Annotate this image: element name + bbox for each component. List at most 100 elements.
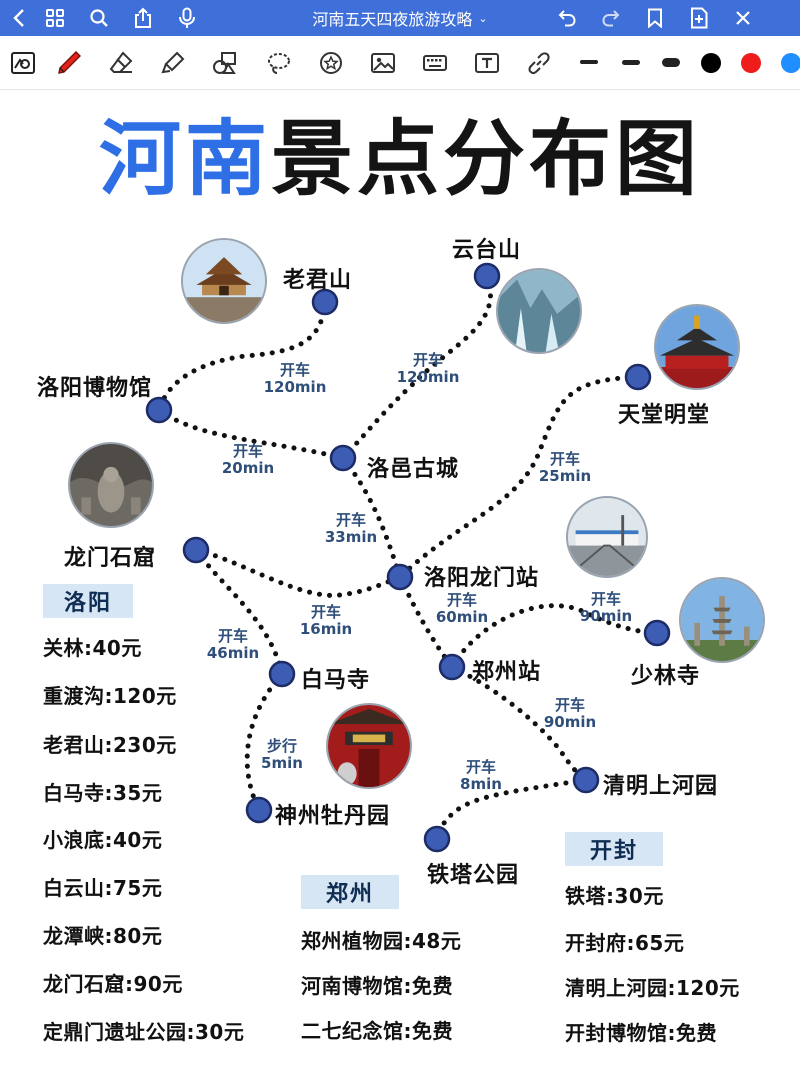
place-dot-zhengzhou-station: [438, 653, 466, 681]
place-dot-tieta-park: [423, 825, 451, 853]
route-mode: 开车: [279, 361, 310, 379]
document-title[interactable]: 河南五天四夜旅游攻略 ⌄: [240, 0, 560, 36]
place-dot-luoyi-old-city: [329, 444, 357, 472]
shaolin-temple-photo: [679, 577, 765, 663]
add-page-icon[interactable]: [684, 0, 714, 36]
pen-size-medium[interactable]: [622, 60, 640, 65]
sticker-icon[interactable]: [314, 46, 348, 80]
price-item: 开封府:65元: [565, 931, 685, 955]
close-icon[interactable]: [728, 0, 758, 36]
route-label-yuntai-oldcity: 开车 120min: [373, 352, 483, 386]
route-time: 90min: [543, 713, 597, 731]
route-line-longmen-station: [193, 547, 403, 598]
pen-size-thin[interactable]: [580, 60, 598, 64]
route-label-zhengzhou-shaolin: 开车 90min: [551, 591, 661, 625]
poster-title-main: 景点分布图: [271, 111, 702, 207]
route-mode: 步行: [266, 737, 297, 755]
route-mode: 开车: [554, 696, 585, 714]
route-label-laojunshan-museum: 开车 120min: [240, 362, 350, 396]
route-time: 25min: [538, 467, 592, 485]
route-label-oldcity-station: 开车 33min: [296, 512, 406, 546]
share-icon[interactable]: [128, 0, 158, 36]
route-mode: 开车: [549, 450, 580, 468]
route-time: 60min: [435, 608, 489, 626]
price-item: 定鼎门遗址公园:30元: [43, 1020, 245, 1044]
place-label-yuntaishan: 云台山: [452, 238, 522, 263]
place-label-shaolin-temple: 少林寺: [631, 664, 701, 689]
place-dot-yuntaishan: [473, 262, 501, 290]
price-item: 开封博物馆:免费: [565, 1021, 717, 1045]
route-label-longmen-station: 开车 16min: [271, 604, 381, 638]
undo-icon[interactable]: [552, 0, 582, 36]
place-dot-luoyang-longmen-station: [386, 563, 414, 591]
kaifeng-price-header: 开封: [565, 832, 663, 866]
grid-icon[interactable]: [40, 0, 70, 36]
poster-title-highlight: 河南: [98, 111, 271, 207]
price-item: 河南博物馆:免费: [301, 974, 453, 998]
chevron-down-icon: ⌄: [478, 11, 488, 25]
route-time: 8min: [460, 775, 502, 793]
image-icon[interactable]: [366, 46, 400, 80]
route-time: 16min: [299, 620, 353, 638]
route-time: 90min: [579, 607, 633, 625]
luoyang-price-header: 洛阳: [43, 584, 133, 618]
price-item: 龙门石窟:90元: [43, 972, 183, 996]
pen-size-thick[interactable]: [662, 58, 680, 67]
price-item: 白马寺:35元: [43, 781, 163, 805]
price-item: 铁塔:30元: [565, 884, 664, 908]
place-label-baima-temple: 白马寺: [301, 668, 371, 693]
price-item: 老君山:230元: [43, 733, 177, 757]
place-label-shenzhou-peony-garden: 神州牡丹园: [275, 804, 391, 829]
price-item: 龙潭峡:80元: [43, 924, 163, 948]
route-time: 46min: [206, 644, 260, 662]
lasso-scan-icon[interactable]: [6, 46, 40, 80]
route-label-station-zhengzhou: 开车 60min: [407, 592, 517, 626]
route-label-longmen-baima: 开车 46min: [178, 628, 288, 662]
route-label-baima-peony: 步行 5min: [227, 738, 337, 772]
route-mode: 开车: [232, 442, 263, 460]
color-swatch-blue[interactable]: [781, 53, 800, 73]
route-time: 5min: [261, 754, 303, 772]
price-item: 二七纪念馆:免费: [301, 1019, 453, 1043]
route-time: 20min: [221, 459, 275, 477]
redo-icon[interactable]: [596, 0, 626, 36]
lasso-icon[interactable]: [262, 46, 296, 80]
tiantang-mingtang-photo: [654, 304, 740, 390]
place-dot-baima-temple: [268, 660, 296, 688]
route-mode: 开车: [446, 591, 477, 609]
bookmark-icon[interactable]: [640, 0, 670, 36]
text-box-icon[interactable]: [470, 46, 504, 80]
pen-icon[interactable]: [52, 46, 86, 80]
place-label-luoyang-longmen-station: 洛阳龙门站: [424, 566, 540, 591]
price-item: 小浪底:40元: [43, 828, 163, 852]
baima-temple-photo: [326, 703, 412, 789]
place-label-tieta-park: 铁塔公园: [427, 863, 520, 888]
color-swatch-black[interactable]: [701, 53, 721, 73]
place-dot-qingming-park: [572, 766, 600, 794]
drawing-toolbar: [0, 36, 800, 90]
search-icon[interactable]: [84, 0, 114, 36]
route-time: 120min: [263, 378, 327, 396]
highlighter-icon[interactable]: [156, 46, 190, 80]
place-dot-longmen-grottoes: [182, 536, 210, 564]
route-label-qingming-tieta: 开车 8min: [426, 759, 536, 793]
place-label-tiantang-mingtang: 天堂明堂: [618, 403, 711, 428]
place-label-luoyang-museum: 洛阳博物馆: [37, 376, 153, 401]
shapes-icon[interactable]: [208, 46, 242, 80]
keyboard-icon[interactable]: [418, 46, 452, 80]
price-item: 重渡沟:120元: [43, 684, 177, 708]
place-label-zhengzhou-station: 郑州站: [472, 660, 542, 685]
route-label-mingtang-station: 开车 25min: [510, 451, 620, 485]
place-dot-shenzhou-peony-garden: [245, 796, 273, 824]
eraser-icon[interactable]: [104, 46, 138, 80]
route-mode: 开车: [465, 758, 496, 776]
route-mode: 开车: [335, 511, 366, 529]
price-item: 关林:40元: [43, 636, 142, 660]
route-label-zhengzhou-qingming: 开车 90min: [515, 697, 625, 731]
microphone-icon[interactable]: [172, 0, 202, 36]
color-swatch-red[interactable]: [741, 53, 761, 73]
price-item: 白云山:75元: [43, 876, 163, 900]
link-icon[interactable]: [522, 46, 556, 80]
laojunshan-photo: [181, 238, 267, 324]
chevron-left-icon[interactable]: [4, 0, 34, 36]
